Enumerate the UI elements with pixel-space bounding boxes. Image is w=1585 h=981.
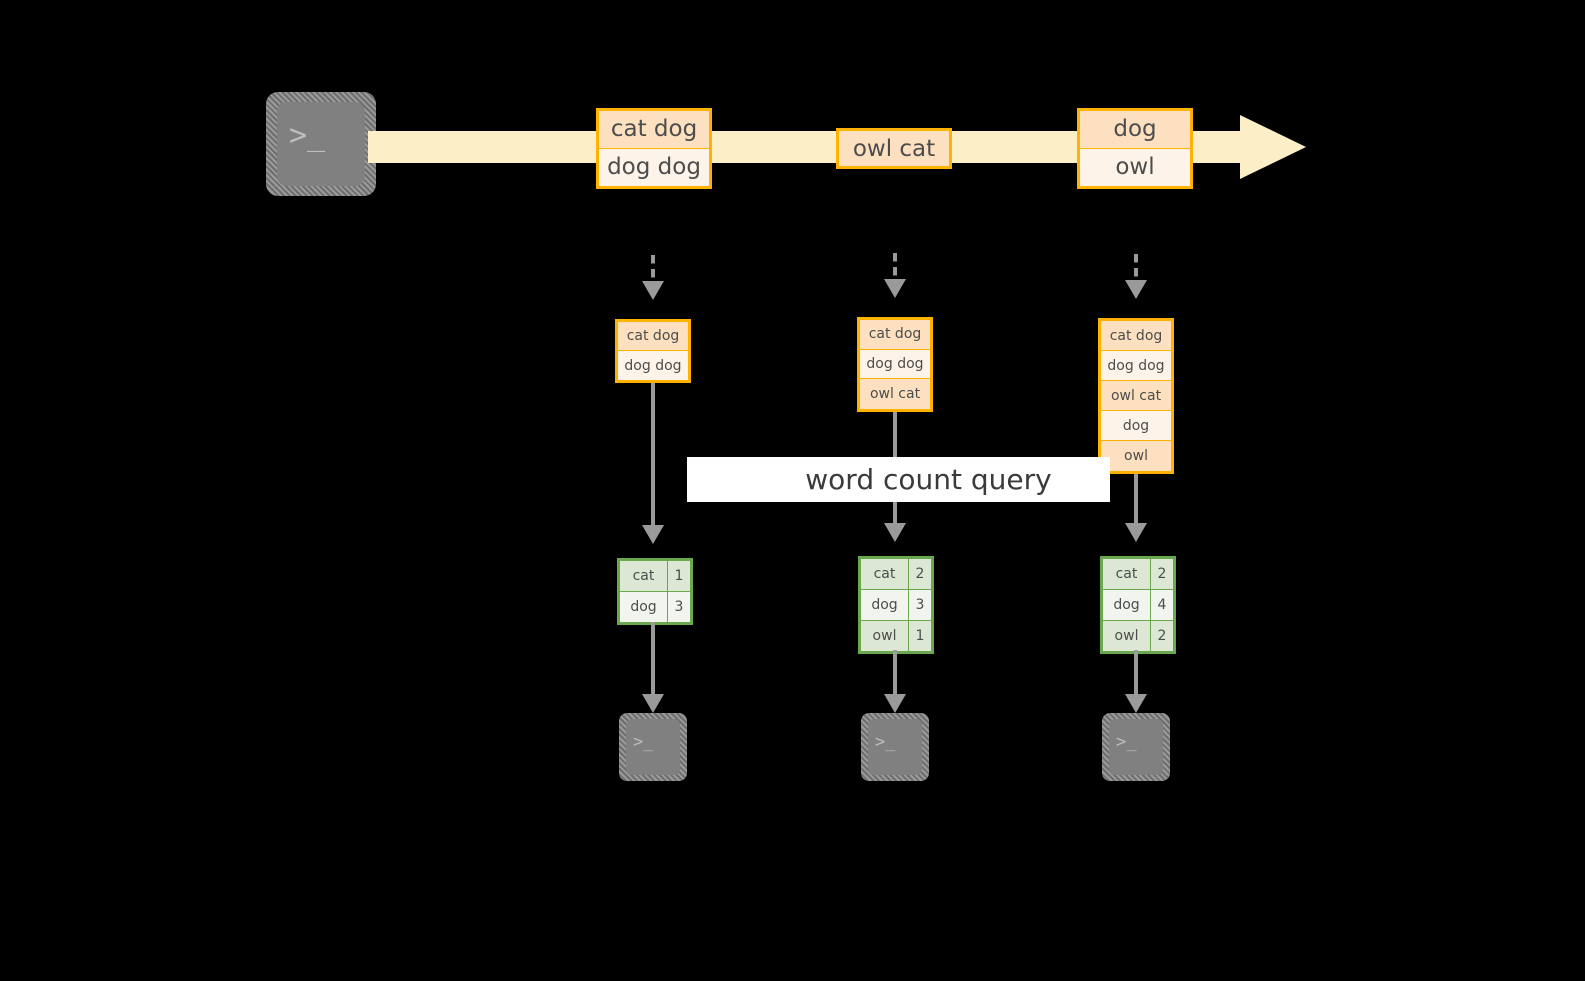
column-3-message-row: owl cat — [1101, 381, 1171, 411]
stream-batch-2: owl cat — [836, 128, 952, 169]
column-2-sink-line — [893, 650, 897, 694]
stream-batch-1: cat dog dog dog — [596, 108, 712, 189]
terminal-prompt-glyph: >_ — [633, 731, 654, 752]
terminal-prompt-glyph: >_ — [289, 118, 326, 153]
table-row: owl 2 — [1103, 621, 1173, 651]
table-row: owl 1 — [861, 621, 931, 651]
column-3-input-dashed-line — [1134, 254, 1138, 280]
column-3-result-line — [1134, 474, 1138, 523]
result-count: 2 — [909, 559, 931, 589]
column-2-input-dashed-line — [893, 253, 897, 279]
column-3-result-arrow-head-icon — [1125, 523, 1147, 542]
column-3-accumulated-messages: cat dog dog dog owl cat dog owl — [1098, 318, 1174, 474]
result-word: dog — [861, 590, 909, 620]
result-word: cat — [620, 561, 668, 591]
result-count: 4 — [1151, 590, 1173, 620]
table-row: cat 2 — [1103, 559, 1173, 590]
column-2-message-row: cat dog — [860, 320, 930, 350]
table-row: dog 3 — [620, 592, 690, 622]
column-1-input-dashed-line — [651, 255, 655, 281]
result-word: owl — [1103, 621, 1151, 651]
column-2-accumulated-messages: cat dog dog dog owl cat — [857, 317, 933, 412]
table-row: dog 3 — [861, 590, 931, 621]
query-label-text: word count query — [805, 463, 1052, 496]
stream-batch-1-line-1: cat dog — [599, 111, 709, 149]
source-terminal-screen: >_ — [277, 102, 365, 186]
result-word: dog — [1103, 590, 1151, 620]
stream-arrow-head-icon — [1240, 115, 1306, 179]
column-3-sink-terminal-screen: >_ — [1109, 719, 1163, 775]
result-count: 3 — [668, 592, 690, 622]
result-word: dog — [620, 592, 668, 622]
result-word: owl — [861, 621, 909, 651]
column-1-input-arrow-head-icon — [642, 281, 664, 300]
result-count: 1 — [909, 621, 931, 651]
column-1-sink-arrow-head-icon — [642, 694, 664, 713]
column-1-sink-terminal-icon: >_ — [619, 713, 687, 781]
source-terminal-icon: >_ — [266, 92, 376, 196]
table-row: cat 1 — [620, 561, 690, 592]
column-3-message-row: dog — [1101, 411, 1171, 441]
result-count: 1 — [668, 561, 690, 591]
column-1-message-row: dog dog — [618, 351, 688, 380]
table-row: cat 2 — [861, 559, 931, 590]
column-2-sink-arrow-head-icon — [884, 694, 906, 713]
terminal-prompt-glyph: >_ — [875, 731, 896, 752]
column-3-result-table: cat 2 dog 4 owl 2 — [1100, 556, 1176, 654]
column-1-result-arrow-head-icon — [642, 525, 664, 544]
column-3-sink-line — [1134, 650, 1138, 694]
column-3-sink-arrow-head-icon — [1125, 694, 1147, 713]
column-2-sink-terminal-icon: >_ — [861, 713, 929, 781]
column-3-message-row: owl — [1101, 441, 1171, 471]
column-2-result-table: cat 2 dog 3 owl 1 — [858, 556, 934, 654]
result-word: cat — [861, 559, 909, 589]
column-2-result-arrow-head-icon — [884, 523, 906, 542]
result-count: 3 — [909, 590, 931, 620]
terminal-prompt-glyph: >_ — [1116, 731, 1137, 752]
column-2-message-row: dog dog — [860, 349, 930, 380]
stream-batch-2-line-1: owl cat — [839, 131, 949, 166]
column-2-sink-terminal-screen: >_ — [868, 719, 922, 775]
column-1-accumulated-messages: cat dog dog dog — [615, 319, 691, 383]
column-3-sink-terminal-icon: >_ — [1102, 713, 1170, 781]
column-1-result-line — [651, 383, 655, 525]
column-2-input-arrow-head-icon — [884, 279, 906, 298]
stream-batch-3-line-1: dog — [1080, 111, 1190, 149]
column-3-message-row: cat dog — [1101, 321, 1171, 351]
column-1-sink-terminal-screen: >_ — [626, 719, 680, 775]
column-2-message-row: owl cat — [860, 379, 930, 409]
result-count: 2 — [1151, 621, 1173, 651]
stream-batch-3: dog owl — [1077, 108, 1193, 189]
result-count: 2 — [1151, 559, 1173, 589]
result-word: cat — [1103, 559, 1151, 589]
column-3-message-row: dog dog — [1101, 351, 1171, 381]
stream-batch-1-line-2: dog dog — [599, 148, 709, 186]
column-1-message-row: cat dog — [618, 322, 688, 352]
column-1-result-table: cat 1 dog 3 — [617, 558, 693, 625]
stream-batch-3-line-2: owl — [1080, 148, 1190, 186]
query-label-banner: word count query — [687, 457, 1110, 502]
column-3-input-arrow-head-icon — [1125, 280, 1147, 299]
table-row: dog 4 — [1103, 590, 1173, 621]
column-1-sink-line — [651, 622, 655, 694]
